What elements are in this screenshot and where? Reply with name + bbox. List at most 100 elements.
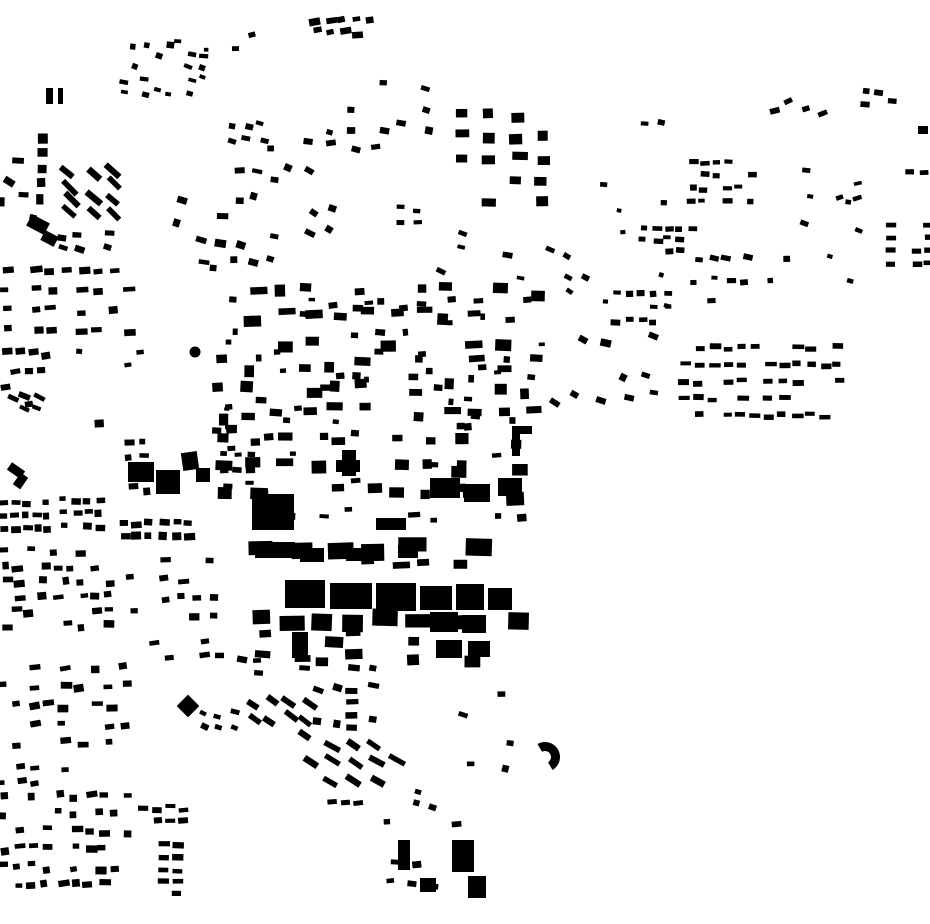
building-footprint bbox=[228, 122, 236, 130]
building-footprint bbox=[255, 396, 267, 404]
building-footprint bbox=[59, 664, 71, 672]
building-footprint bbox=[24, 367, 34, 375]
building-footprint bbox=[33, 392, 46, 402]
building-footprint bbox=[457, 244, 466, 250]
building-footprint bbox=[792, 413, 804, 419]
building-footprint bbox=[192, 595, 202, 601]
building-footprint bbox=[177, 578, 190, 585]
building-footprint bbox=[172, 841, 185, 849]
building-footprint bbox=[923, 222, 930, 228]
building-footprint bbox=[85, 845, 98, 853]
building-footprint bbox=[198, 259, 210, 266]
building-footprint bbox=[748, 171, 757, 178]
building-footprint bbox=[638, 236, 646, 242]
building-footprint bbox=[665, 226, 674, 232]
building-footprint bbox=[0, 197, 5, 207]
building-footprint bbox=[247, 712, 262, 726]
building-footprint bbox=[260, 137, 270, 145]
building-footprint bbox=[164, 654, 174, 661]
building-footprint bbox=[252, 609, 271, 625]
building-footprint bbox=[360, 306, 375, 315]
building-footprint bbox=[415, 355, 423, 363]
building-footprint bbox=[76, 286, 89, 293]
building-footprint bbox=[0, 513, 8, 519]
building-footprint bbox=[153, 86, 162, 93]
building-footprint bbox=[688, 226, 698, 232]
building-footprint bbox=[161, 596, 170, 604]
building-footprint bbox=[228, 296, 237, 303]
building-footprint bbox=[69, 794, 78, 802]
building-footprint bbox=[139, 438, 146, 445]
building-footprint bbox=[294, 405, 302, 412]
building-footprint bbox=[90, 565, 100, 572]
building-footprint bbox=[647, 331, 659, 341]
building-footprint bbox=[278, 307, 296, 316]
building-footprint bbox=[29, 265, 43, 274]
building-footprint bbox=[312, 717, 322, 726]
building-footprint bbox=[368, 664, 377, 672]
building-footprint bbox=[344, 648, 363, 660]
building-footprint bbox=[453, 559, 468, 569]
building-footprint bbox=[817, 109, 828, 118]
building-footprint bbox=[72, 232, 82, 238]
building-footprint bbox=[353, 800, 364, 806]
building-footprint bbox=[136, 349, 145, 355]
building-footprint bbox=[10, 368, 21, 375]
building-footprint bbox=[677, 379, 690, 386]
building-footprint bbox=[247, 31, 256, 39]
building-footprint bbox=[365, 16, 374, 24]
building-footprint bbox=[548, 397, 561, 408]
building-footprint bbox=[565, 287, 574, 295]
building-footprint bbox=[456, 460, 467, 468]
building-footprint bbox=[700, 171, 710, 178]
building-footprint bbox=[783, 255, 791, 262]
building-footprint bbox=[12, 472, 29, 490]
building-footprint bbox=[103, 620, 115, 628]
building-footprint bbox=[369, 774, 386, 788]
building-footprint bbox=[344, 506, 353, 512]
building-footprint bbox=[255, 542, 295, 558]
building-footprint bbox=[14, 595, 26, 602]
building-footprint bbox=[69, 865, 78, 873]
building-footprint bbox=[173, 39, 182, 44]
building-footprint bbox=[413, 411, 424, 422]
building-footprint bbox=[29, 719, 42, 728]
building-footprint bbox=[776, 411, 786, 418]
building-footprint bbox=[214, 723, 223, 731]
building-footprint bbox=[96, 497, 106, 504]
building-footprint bbox=[32, 512, 42, 518]
building-footprint bbox=[509, 176, 522, 185]
building-footprint bbox=[12, 742, 21, 750]
building-footprint bbox=[59, 509, 68, 515]
building-footprint bbox=[43, 525, 51, 533]
building-footprint bbox=[29, 685, 40, 691]
building-footprint bbox=[63, 190, 81, 209]
building-footprint bbox=[862, 87, 870, 95]
building-footprint bbox=[616, 208, 622, 213]
building-footprint bbox=[675, 226, 683, 233]
building-footprint bbox=[54, 807, 62, 814]
building-footprint bbox=[352, 16, 361, 22]
building-footprint bbox=[347, 106, 355, 114]
building-footprint bbox=[37, 133, 48, 144]
building-footprint bbox=[734, 184, 743, 189]
building-footprint bbox=[462, 615, 486, 633]
building-footprint bbox=[367, 754, 386, 768]
building-footprint bbox=[665, 248, 674, 255]
building-footprint bbox=[417, 351, 427, 358]
building-footprint bbox=[209, 612, 218, 619]
building-footprint bbox=[12, 863, 21, 870]
building-footprint bbox=[57, 720, 65, 726]
building-footprint bbox=[72, 843, 80, 849]
building-footprint bbox=[124, 454, 132, 462]
building-footprint bbox=[227, 137, 237, 145]
building-footprint bbox=[11, 500, 21, 506]
building-footprint bbox=[227, 445, 236, 452]
building-footprint bbox=[519, 388, 530, 400]
building-footprint bbox=[319, 513, 329, 519]
building-footprint bbox=[652, 225, 663, 232]
building-footprint bbox=[139, 76, 149, 82]
building-footprint bbox=[408, 373, 419, 381]
building-footprint bbox=[481, 198, 496, 207]
building-footprint bbox=[46, 88, 53, 104]
